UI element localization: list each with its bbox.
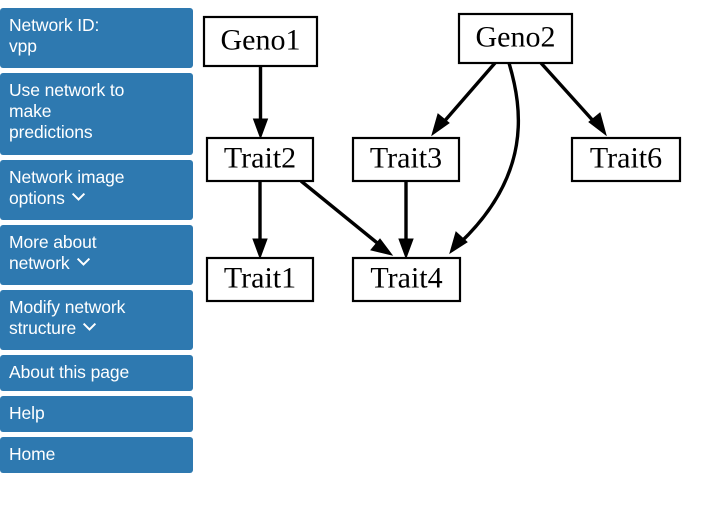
sidebar-item-use-network-to-make-predictions[interactable]: Use network to make predictions [0,73,193,155]
sidebar-item-label: Home [9,444,56,464]
edge-trait2-trait4 [299,179,394,256]
sidebar-item-help[interactable]: Help [0,396,193,432]
sidebar-item-label: Use network to make predictions [9,80,125,142]
graph-node-label: Trait6 [590,141,662,174]
graph-node-trait3[interactable]: Trait3 [351,136,461,183]
sidebar-item-more-about-network[interactable]: More about network [0,225,193,285]
sidebar-item-label: Modify network structure [9,297,126,338]
edge-trait3-trait4 [398,181,414,260]
graph-node-label: Trait3 [370,141,442,174]
sidebar-item-network-id[interactable]: Network ID: vpp [0,8,193,68]
edge-geno1-trait2 [252,66,269,140]
sidebar-item-label: More about network [9,232,97,273]
graph-node-trait6[interactable]: Trait6 [570,136,682,183]
edge-geno2-trait3 [431,61,497,137]
graph-node-box [205,136,315,183]
edge-geno2-trait6 [539,61,607,137]
edge-trait2-trait1 [252,181,268,260]
chevron-down-icon[interactable] [71,193,85,202]
graph-node-box [202,15,319,68]
graph-node-box [457,12,574,65]
sidebar-item-label: Network ID: vpp [9,15,100,56]
graph-node-label: Trait4 [370,261,442,294]
graph-node-box [570,136,682,183]
sidebar-item-network-image-options[interactable]: Network image options [0,160,193,220]
chevron-down-icon[interactable] [83,323,97,332]
sidebar-item-about-this-page[interactable]: About this page [0,355,193,391]
sidebar-item-label: About this page [9,362,130,382]
graph-node-box [205,256,315,303]
graph-node-box [351,136,461,183]
graph-node-label: Trait2 [224,141,296,174]
graph-node-geno1[interactable]: Geno1 [202,15,319,68]
graph-node-trait4[interactable]: Trait4 [351,256,462,303]
edge-geno2-trait4 [449,62,520,255]
sidebar-item-home[interactable]: Home [0,437,193,473]
graph-node-box [351,256,462,303]
graph-node-trait1[interactable]: Trait1 [205,256,315,303]
chevron-down-icon[interactable] [76,258,90,267]
graph-node-label: Trait1 [224,261,296,294]
sidebar-item-modify-network-structure[interactable]: Modify network structure [0,290,193,350]
edge-layer [252,61,607,260]
graph-node-trait2[interactable]: Trait2 [205,136,315,183]
graph-node-geno2[interactable]: Geno2 [457,12,574,65]
graph-node-label: Geno1 [221,23,301,56]
graph-node-label: Geno2 [476,20,556,53]
sidebar-item-label: Network image options [9,167,125,208]
sidebar-item-label: Help [9,403,45,423]
